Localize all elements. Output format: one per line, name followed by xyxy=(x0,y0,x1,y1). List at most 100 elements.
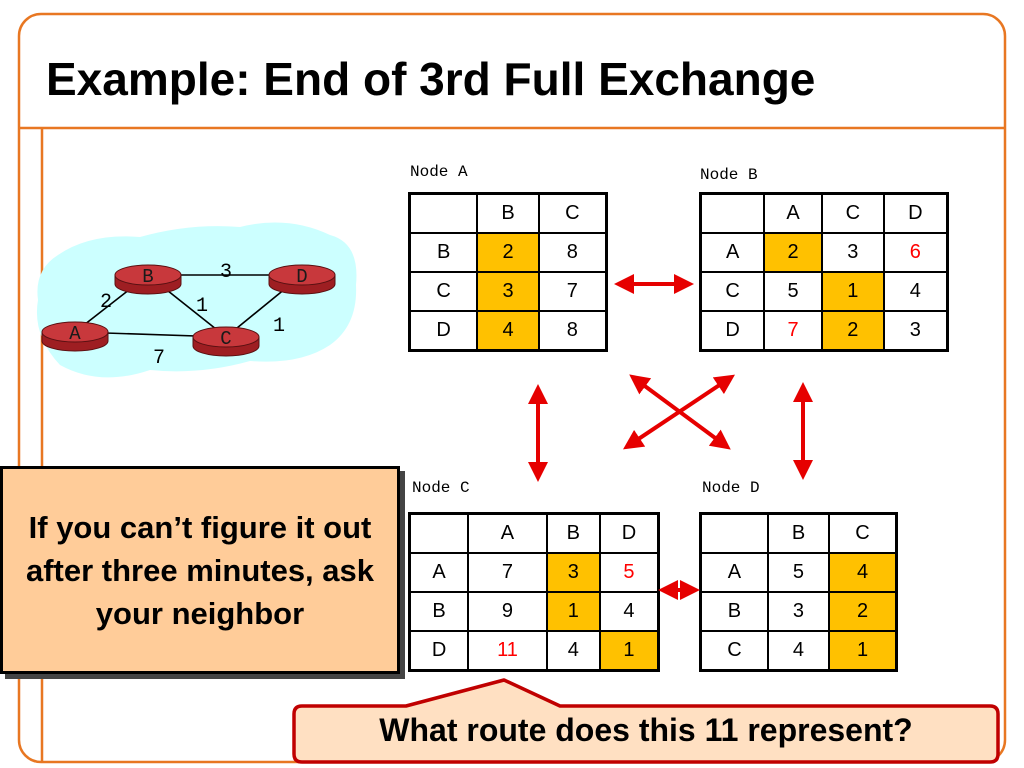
cost-cell: 1 xyxy=(598,630,660,672)
cost-cell: 1 xyxy=(820,271,885,312)
cost-cell: 3 xyxy=(882,310,949,352)
cost-cell: 1 xyxy=(545,591,601,632)
router-a: A xyxy=(41,321,109,352)
destination-cell: B xyxy=(408,232,479,273)
router-d: D xyxy=(268,264,336,295)
cost-cell: 7 xyxy=(467,552,548,593)
cost-cell: 4 xyxy=(598,591,660,632)
cost-cell: 7 xyxy=(537,271,608,312)
link-cost-c-d: 1 xyxy=(273,315,285,338)
cost-cell: 4 xyxy=(476,310,540,352)
router-c: C xyxy=(192,326,260,357)
via-column-header: C xyxy=(820,192,885,234)
via-column-header: C xyxy=(537,192,608,234)
cost-cell: 7 xyxy=(763,310,823,352)
link-cost-b-c: 1 xyxy=(196,295,208,318)
network-cloud xyxy=(36,222,357,378)
cost-cell: 1 xyxy=(828,630,898,672)
hint-callout-text: If you can’t figure it out after three m… xyxy=(25,509,375,631)
via-column-header: D xyxy=(598,512,660,554)
table-corner-cell xyxy=(408,192,479,234)
cost-cell: 2 xyxy=(476,232,540,273)
router-label: C xyxy=(220,328,231,350)
link-cost-a-b: 2 xyxy=(100,291,112,314)
cost-cell: 5 xyxy=(763,271,823,312)
link-cost-b-d: 3 xyxy=(220,261,232,284)
via-column-header: B xyxy=(476,192,540,234)
cost-cell: 3 xyxy=(476,271,540,312)
cost-cell: 2 xyxy=(763,232,823,273)
node-c-label: Node C xyxy=(412,479,470,497)
destination-cell: A xyxy=(699,552,769,593)
destination-cell: B xyxy=(408,591,470,632)
router-label: A xyxy=(69,323,81,345)
slide-title: Example: End of 3rd Full Exchange xyxy=(46,53,816,105)
cost-cell: 5 xyxy=(598,552,660,593)
destination-cell: C xyxy=(699,271,766,312)
via-column-header: D xyxy=(882,192,949,234)
cost-cell: 3 xyxy=(820,232,885,273)
destination-cell: D xyxy=(408,630,470,672)
cost-cell: 4 xyxy=(882,271,949,312)
destination-cell: A xyxy=(699,232,766,273)
cost-cell: 9 xyxy=(467,591,548,632)
cost-cell: 2 xyxy=(820,310,885,352)
question-text: What route does this 11 represent? xyxy=(379,712,913,748)
cost-cell: 11 xyxy=(467,630,548,672)
cost-cell: 4 xyxy=(766,630,831,672)
cost-cell: 4 xyxy=(828,552,898,593)
destination-cell: C xyxy=(408,271,479,312)
cost-cell: 3 xyxy=(545,552,601,593)
via-column-header: A xyxy=(467,512,548,554)
router-label: D xyxy=(296,266,307,288)
cost-cell: 6 xyxy=(882,232,949,273)
via-column-header: A xyxy=(763,192,823,234)
table-corner-cell xyxy=(699,512,769,554)
via-column-header: B xyxy=(766,512,831,554)
destination-cell: A xyxy=(408,552,470,593)
cost-cell: 8 xyxy=(537,310,608,352)
node-a-label: Node A xyxy=(410,163,468,181)
destination-cell: B xyxy=(699,591,769,632)
cost-cell: 2 xyxy=(828,591,898,632)
node-b-label: Node B xyxy=(700,166,758,184)
hint-callout: If you can’t figure it out after three m… xyxy=(0,466,400,674)
table-corner-cell xyxy=(408,512,470,554)
cost-cell: 8 xyxy=(537,232,608,273)
cost-cell: 5 xyxy=(766,552,831,593)
cost-cell: 3 xyxy=(766,591,831,632)
via-column-header: B xyxy=(545,512,601,554)
link-cost-a-c: 7 xyxy=(153,347,165,370)
destination-cell: D xyxy=(699,310,766,352)
node-d-label: Node D xyxy=(702,479,760,497)
router-label: B xyxy=(142,266,153,288)
router-b: B xyxy=(114,264,182,295)
cost-cell: 4 xyxy=(545,630,601,672)
arrow-b-c xyxy=(623,374,735,450)
table-corner-cell xyxy=(699,192,766,234)
destination-cell: C xyxy=(699,630,769,672)
via-column-header: C xyxy=(828,512,898,554)
